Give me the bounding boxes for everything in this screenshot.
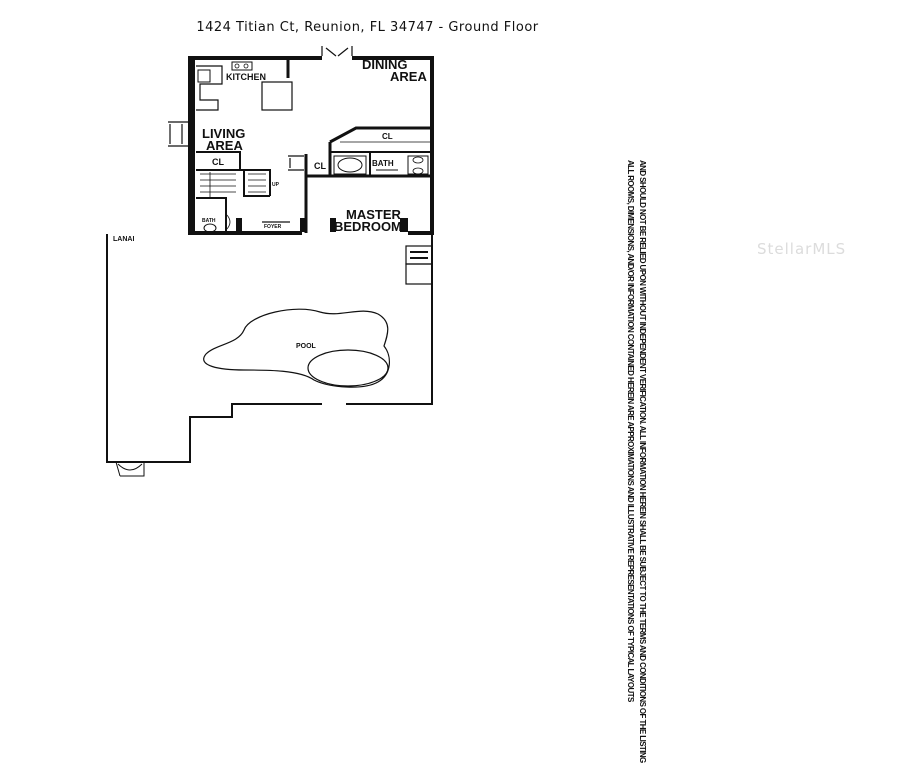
spa-outline bbox=[307, 349, 389, 387]
living-label-1: LIVING bbox=[202, 126, 245, 141]
stove bbox=[231, 61, 253, 71]
stellar-mls-watermark: StellarMLS bbox=[757, 240, 847, 258]
bath-label: BATH bbox=[372, 159, 394, 168]
living-label-2: AREA bbox=[206, 138, 243, 153]
floor-plan: KITCHEN DINING AREA LIVING AREA CL CL CL… bbox=[106, 46, 434, 477]
master-label-2: BEDROOM bbox=[334, 219, 402, 234]
outdoor-counter bbox=[405, 263, 433, 285]
lanai-label: LANAI bbox=[113, 236, 134, 243]
lanai-outline bbox=[106, 233, 433, 463]
kitchen-label: KITCHEN bbox=[226, 72, 266, 82]
lanai-door-arc bbox=[117, 463, 143, 471]
lanai-door bbox=[115, 461, 145, 477]
disclaimer-line-1: ALL ROOMS, DIMENSIONS, AND/OR INFORMATIO… bbox=[626, 160, 635, 702]
dining-door bbox=[321, 46, 353, 57]
fridge bbox=[197, 69, 211, 83]
tub bbox=[337, 157, 363, 173]
foyer-door bbox=[262, 221, 290, 233]
living-closet-label: CL bbox=[212, 157, 224, 167]
legal-disclaimer: ALL ROOMS, DIMENSIONS, AND/OR INFORMATIO… bbox=[623, 160, 663, 763]
bath-wall bbox=[330, 151, 432, 176]
stairs-left bbox=[200, 172, 236, 198]
vanity bbox=[407, 155, 429, 175]
pool-outline bbox=[203, 308, 390, 388]
hall-door bbox=[288, 155, 304, 171]
toilet bbox=[203, 223, 217, 233]
floor-plan-title: 1424 Titian Ct, Reunion, FL 34747 - Grou… bbox=[196, 20, 539, 35]
half-bath-label: BATH bbox=[202, 218, 216, 224]
stairs bbox=[248, 173, 266, 193]
dining-label-2: AREA bbox=[390, 69, 427, 84]
pool-label: POOL bbox=[296, 343, 317, 350]
up-label: UP bbox=[272, 182, 280, 188]
house-outer-wall bbox=[188, 56, 434, 235]
shower bbox=[333, 155, 367, 175]
half-bath-door bbox=[225, 213, 231, 231]
stair-walls bbox=[196, 169, 271, 197]
master-closet-label: CL bbox=[382, 132, 393, 141]
master-label-1: MASTER bbox=[346, 207, 402, 222]
disclaimer-line-2: AND SHOULD NOT BE RELIED UPON WITHOUT IN… bbox=[638, 160, 647, 763]
kitchen-counter bbox=[196, 65, 223, 111]
kitchen-island bbox=[261, 81, 293, 111]
half-bath-wall bbox=[196, 197, 227, 232]
dining-label-1: DINING bbox=[362, 57, 408, 72]
living-door bbox=[168, 121, 188, 147]
master-closet-wall bbox=[328, 126, 432, 176]
hall-closet-label: CL bbox=[314, 161, 326, 171]
outdoor-kitchen bbox=[405, 245, 433, 265]
foyer-label: FOYER bbox=[264, 224, 282, 230]
